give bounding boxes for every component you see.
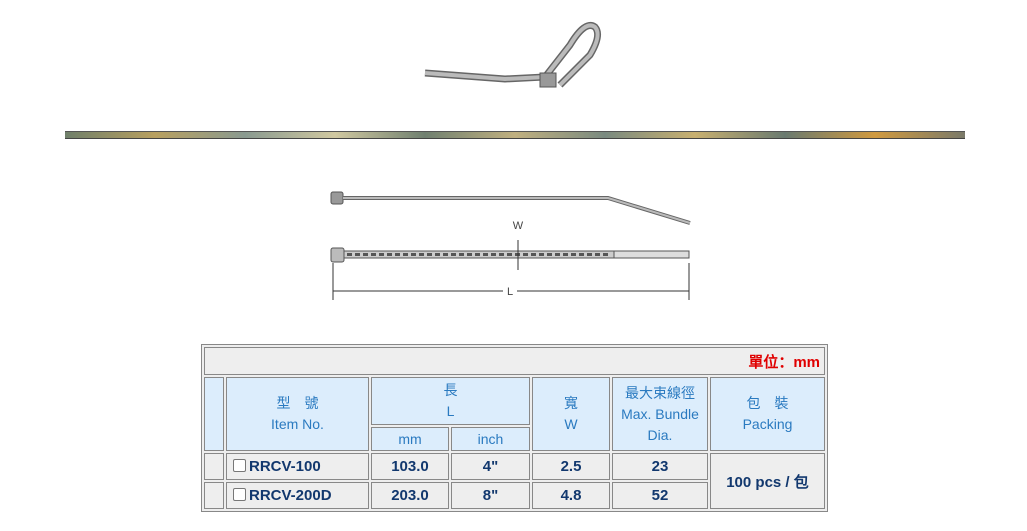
inch-header: inch <box>451 427 530 451</box>
item-checkbox[interactable] <box>233 488 246 501</box>
item-no: RRCV-200D <box>249 487 332 504</box>
item-no: RRCV-100 <box>249 458 321 475</box>
w-label: W <box>513 220 524 232</box>
cable-tie-diagram: W L <box>330 191 691 300</box>
packing-value: 100 pcs / 包 <box>710 453 825 509</box>
length-inch: 8" <box>451 482 530 509</box>
decorative-divider <box>65 131 965 139</box>
bundle-dia: 23 <box>612 453 708 480</box>
cable-tie-photo <box>424 22 602 88</box>
length-mm: 203.0 <box>371 482 449 509</box>
length-inch: 4" <box>451 453 530 480</box>
width-value: 4.8 <box>532 482 610 509</box>
mm-header: mm <box>371 427 449 451</box>
table-row: RRCV-200D 203.0 8" 4.8 52 <box>204 482 825 509</box>
l-label: L <box>507 286 513 298</box>
length-mm: 103.0 <box>371 453 449 480</box>
unit-label: 單位：mm <box>204 347 825 375</box>
bundle-dia: 52 <box>612 482 708 509</box>
width-value: 2.5 <box>532 453 610 480</box>
select-col-header <box>204 377 224 451</box>
item-checkbox[interactable] <box>233 459 246 472</box>
table-row: RRCV-100 103.0 4" 2.5 23 100 pcs / 包 <box>204 453 825 509</box>
